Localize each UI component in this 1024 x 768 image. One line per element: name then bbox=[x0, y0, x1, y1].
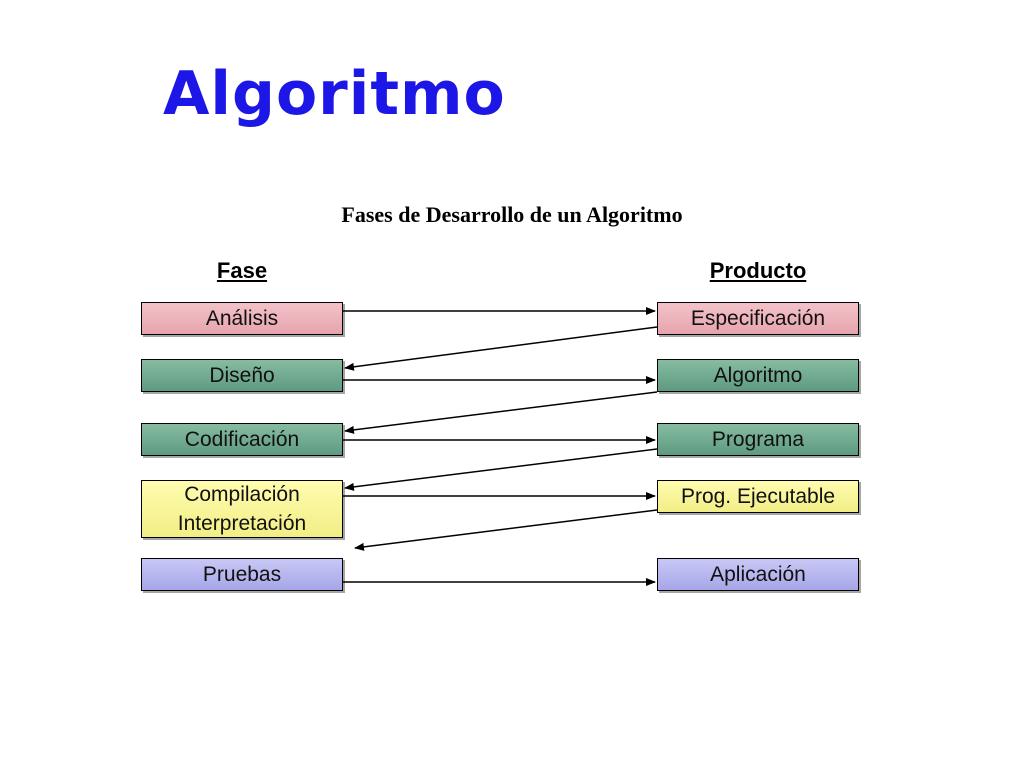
phase-analisis: Análisis bbox=[141, 302, 343, 335]
phase-pruebas: Pruebas bbox=[141, 558, 343, 591]
arrow-ejecutable-to-pruebas bbox=[354, 509, 658, 551]
arrow-algoritmo-to-codificacion bbox=[344, 391, 658, 434]
product-programa: Programa bbox=[657, 423, 859, 456]
product-especificacion: Especificación bbox=[657, 302, 859, 335]
phase-diseno: Diseño bbox=[141, 359, 343, 392]
producto-header: Producto bbox=[709, 258, 807, 283]
diagram-subtitle: Fases de Desarrollo de un Algoritmo bbox=[341, 202, 683, 227]
fase-header: Fase bbox=[216, 258, 268, 283]
product-algoritmo: Algoritmo bbox=[657, 359, 859, 392]
arrow-programa-to-compilacion bbox=[344, 448, 658, 491]
phase-codificacion: Codificación bbox=[141, 423, 343, 456]
page-title: Algoritmo bbox=[163, 59, 506, 129]
product-aplicacion: Aplicación bbox=[657, 558, 859, 591]
phase-compilacion: Compilación Interpretación bbox=[141, 480, 343, 538]
arrow-especificacion-to-diseno bbox=[344, 326, 658, 371]
product-prog-ejecutable: Prog. Ejecutable bbox=[657, 480, 859, 513]
